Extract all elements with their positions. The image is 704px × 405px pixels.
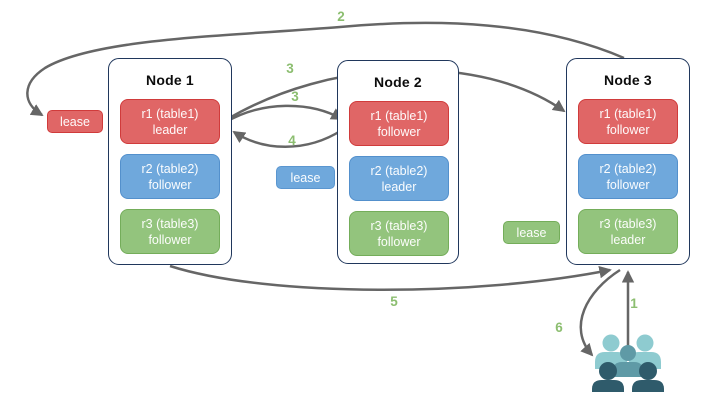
replica-role: follower	[606, 122, 650, 137]
replica-role: follower	[377, 234, 421, 249]
node3-r1-replica-box: r1 (table1) follower	[578, 99, 678, 144]
arrow-step-4	[232, 128, 343, 148]
step-label-4: 4	[288, 133, 296, 148]
replica-role: leader	[381, 179, 417, 194]
node2-r3-replica-box: r3 (table3) follower	[349, 211, 449, 256]
lease-label-r2: lease	[276, 166, 335, 189]
arrow-step-3-to-node2	[225, 104, 344, 124]
replica-name: r2 (table2)	[141, 161, 199, 176]
lease-label-r1: lease	[47, 110, 103, 133]
lease-label-r3: lease	[503, 221, 560, 244]
node1-r3-replica-box: r3 (table3) follower	[120, 209, 220, 254]
node-3-title: Node 3	[604, 72, 652, 88]
replica-role: leader	[152, 122, 188, 137]
node1-r2-replica-box: r2 (table2) follower	[120, 154, 220, 199]
replica-role: follower	[606, 177, 650, 192]
person-front-right	[632, 362, 664, 392]
replica-name: r1 (table1)	[599, 106, 657, 121]
replica-role: follower	[377, 124, 421, 139]
clients-group-icon	[592, 334, 664, 392]
replica-role: follower	[148, 177, 192, 192]
person-middle	[613, 345, 643, 377]
replica-name: r3 (table3)	[599, 216, 657, 231]
step-label-3-lower: 3	[291, 89, 299, 104]
node3-r2-replica-box: r2 (table2) follower	[578, 154, 678, 199]
step-label-1: 1	[630, 296, 638, 311]
replica-role: follower	[148, 232, 192, 247]
replica-name: r3 (table3)	[141, 216, 199, 231]
person-front-left	[592, 362, 624, 392]
arrow-step-5	[169, 264, 612, 291]
node-1-box: Node 1 r1 (table1) leader r2 (table2) fo…	[108, 58, 232, 265]
node-3-box: Node 3 r1 (table1) follower r2 (table2) …	[566, 58, 690, 265]
arrow-step-6	[579, 268, 621, 357]
node-2-title: Node 2	[374, 74, 422, 90]
node1-r1-replica-box: r1 (table1) leader	[120, 99, 220, 144]
replica-name: r2 (table2)	[599, 161, 657, 176]
node3-r3-replica-box: r3 (table3) leader	[578, 209, 678, 254]
replica-name: r1 (table1)	[370, 108, 428, 123]
replica-name: r2 (table2)	[370, 163, 428, 178]
replica-name: r3 (table3)	[370, 218, 428, 233]
node2-r2-replica-box: r2 (table2) leader	[349, 156, 449, 201]
node-2-box: Node 2 r1 (table1) follower r2 (table2) …	[337, 60, 459, 264]
step-label-5: 5	[390, 294, 398, 309]
replica-role: leader	[610, 232, 646, 247]
node-1-title: Node 1	[146, 72, 194, 88]
step-label-3-upper: 3	[286, 61, 294, 76]
step-label-2: 2	[337, 9, 345, 24]
arrow-step-2	[26, 21, 625, 117]
node2-r1-replica-box: r1 (table1) follower	[349, 101, 449, 146]
replica-name: r1 (table1)	[141, 106, 199, 121]
step-label-6: 6	[555, 320, 563, 335]
